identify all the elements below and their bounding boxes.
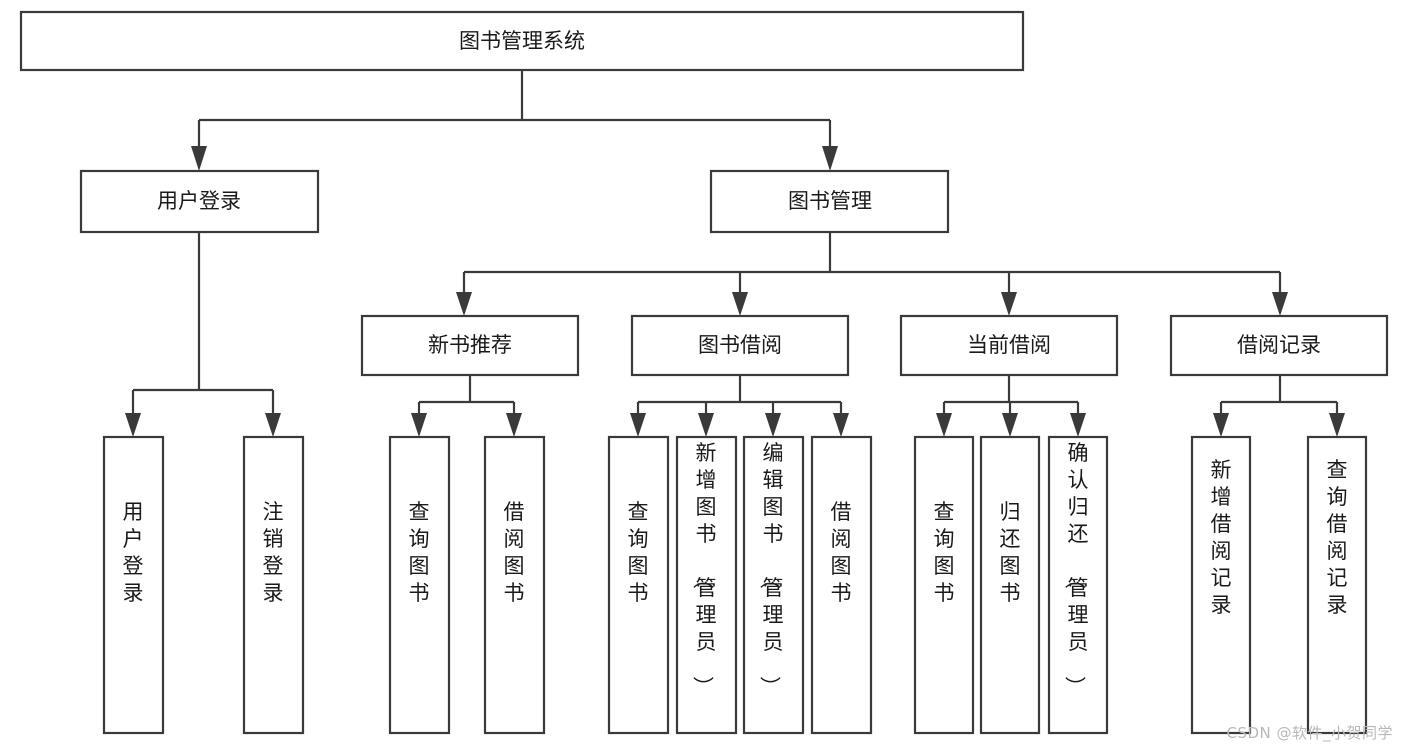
arrow-head-newbook-query <box>411 413 427 437</box>
connector-group-root <box>191 70 838 171</box>
node-current-borrow[interactable]: 当前借阅 <box>899 314 1119 377</box>
leaf-node-borrow-borrow[interactable]: 借阅图书 <box>810 435 873 735</box>
node-current-borrow-label: 当前借阅 <box>967 333 1051 357</box>
node-root-box <box>19 10 1025 72</box>
arrow-head-bookborrow-edit <box>765 413 781 437</box>
arrow-head-currentborrow-return <box>1002 413 1018 437</box>
node-user-login-label: 用户登录 <box>157 189 241 213</box>
leaf-current-query-box <box>913 435 975 735</box>
node-new-book-recommend-box <box>360 314 580 377</box>
leaf-node-newbook-query[interactable]: 查询图书 <box>388 435 451 735</box>
leaf-user-login-box <box>102 435 165 735</box>
leaf-node-newbook-borrow[interactable]: 借阅图书 <box>483 435 546 735</box>
leaf-node-record-query[interactable]: 查询借阅记录 <box>1306 435 1368 735</box>
node-current-borrow-box <box>899 314 1119 377</box>
leaf-node-user-login[interactable]: 用户登录 <box>102 435 165 735</box>
leaf-borrow-add-box <box>675 435 738 735</box>
node-root-system[interactable]: 图书管理系统 <box>19 10 1025 72</box>
connector-group-new-book <box>411 375 522 437</box>
connector-group-book-management <box>456 232 1288 316</box>
node-new-book-recommend[interactable]: 新书推荐 <box>360 314 580 377</box>
leaf-current-return-box <box>979 435 1041 735</box>
csdn-watermark: CSDN @软件_小贺同学 <box>1226 724 1393 742</box>
arrow-head-leaf-logout <box>265 413 281 437</box>
leaf-record-query-box <box>1306 435 1368 735</box>
arrow-head-user-login <box>191 146 207 171</box>
leaf-current-return-label: 归还图书 <box>1000 500 1021 605</box>
arrow-head-bookborrow-query <box>630 413 646 437</box>
leaf-borrow-add-label: 新增图书（管理员） <box>691 441 717 697</box>
leaf-node-current-query[interactable]: 查询图书 <box>913 435 975 735</box>
arrow-head-leaf-user-login <box>125 413 141 437</box>
node-book-management-label: 图书管理 <box>788 189 872 213</box>
leaf-newbook-query-label: 查询图书 <box>409 500 430 605</box>
node-user-login[interactable]: 用户登录 <box>79 169 320 234</box>
arrow-head-currentborrow-confirm <box>1070 413 1086 437</box>
leaf-record-add-label: 新增借阅记录 <box>1211 458 1232 617</box>
arrow-head-bookborrow-borrow <box>833 413 849 437</box>
leaf-newbook-query-box <box>388 435 451 735</box>
node-book-management-box <box>709 169 950 234</box>
node-user-login-box <box>79 169 320 234</box>
arrow-head-borrow-record <box>1272 292 1288 316</box>
leaf-record-add-box <box>1190 435 1252 735</box>
leaf-logout-box <box>242 435 305 735</box>
leaf-newbook-borrow-label: 借阅图书 <box>504 500 525 605</box>
node-book-borrow-box <box>630 314 850 377</box>
leaf-node-borrow-query[interactable]: 查询图书 <box>607 435 670 735</box>
leaf-record-query-label: 查询借阅记录 <box>1327 458 1348 617</box>
leaf-node-current-return[interactable]: 归还图书 <box>979 435 1041 735</box>
connector-group-borrow-record <box>1213 375 1345 437</box>
arrow-head-book-borrow <box>732 292 748 316</box>
leaf-newbook-borrow-box <box>483 435 546 735</box>
node-borrow-record-box <box>1169 314 1389 377</box>
leaf-node-record-add[interactable]: 新增借阅记录 <box>1190 435 1252 735</box>
arrow-head-borrowrecord-query <box>1329 413 1345 437</box>
arrow-head-currentborrow-query <box>936 413 952 437</box>
leaf-current-query-label: 查询图书 <box>934 500 955 605</box>
leaf-borrow-edit-label: 编辑图书（管理员） <box>758 441 784 697</box>
leaf-current-confirm-box <box>1047 435 1109 735</box>
leaf-node-logout[interactable]: 注销登录 <box>242 435 305 735</box>
arrow-head-current-borrow <box>1001 292 1017 316</box>
arrow-head-newbook-borrow <box>506 413 522 437</box>
leaf-current-confirm-label: 确认归还（管理员） <box>1063 441 1089 697</box>
leaf-node-borrow-add[interactable]: 新增图书（管理员） <box>675 435 738 735</box>
connector-group-current-borrow <box>936 375 1086 437</box>
node-root-label: 图书管理系统 <box>459 29 585 53</box>
connector-group-book-borrow <box>630 375 849 437</box>
node-borrow-record[interactable]: 借阅记录 <box>1169 314 1389 377</box>
leaf-borrow-borrow-box <box>810 435 873 735</box>
arrow-head-new-book <box>456 292 472 316</box>
leaf-borrow-borrow-label: 借阅图书 <box>831 500 852 605</box>
leaf-node-current-confirm[interactable]: 确认归还（管理员） <box>1047 435 1109 735</box>
node-book-borrow-label: 图书借阅 <box>698 333 782 357</box>
arrow-head-book-mgmt <box>822 146 838 171</box>
leaf-logout-label: 注销登录 <box>263 500 284 605</box>
arrow-head-borrowrecord-add <box>1213 413 1229 437</box>
arrow-head-bookborrow-add <box>698 413 714 437</box>
leaf-user-login-label: 用户登录 <box>123 500 144 605</box>
leaf-borrow-query-box <box>607 435 670 735</box>
leaf-borrow-query-label: 查询图书 <box>628 500 649 605</box>
leaf-node-borrow-edit[interactable]: 编辑图书（管理员） <box>742 435 805 735</box>
leaf-borrow-edit-box <box>742 435 805 735</box>
node-book-management[interactable]: 图书管理 <box>709 169 950 234</box>
node-book-borrow[interactable]: 图书借阅 <box>630 314 850 377</box>
node-borrow-record-label: 借阅记录 <box>1237 333 1321 357</box>
connector-group-user-login <box>125 232 281 437</box>
node-new-book-recommend-label: 新书推荐 <box>428 333 512 357</box>
